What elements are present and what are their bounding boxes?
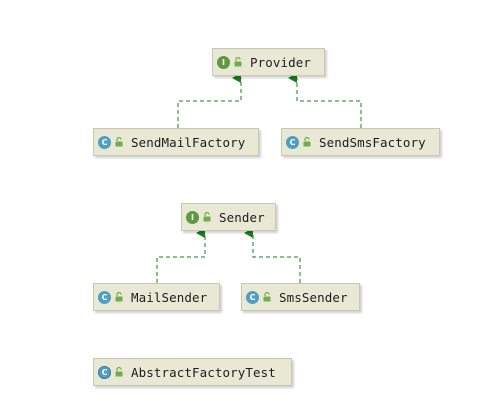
unlocked-icon xyxy=(115,137,123,147)
node-smssender-label: SmsSender xyxy=(279,289,348,305)
node-sender-label: Sender xyxy=(219,209,265,225)
class-icon: C xyxy=(246,290,259,304)
node-sendmailfactory[interactable]: C SendMailFactory xyxy=(93,128,259,156)
node-abstractfactorytest-label: AbstractFactoryTest xyxy=(131,364,276,380)
edge-smssender-sender xyxy=(244,228,301,283)
edge-mailsender-sender xyxy=(156,228,206,283)
node-sendsmsfactory-label: SendSmsFactory xyxy=(319,134,426,150)
class-icon: C xyxy=(98,290,111,304)
node-sendsmsfactory[interactable]: C SendSmsFactory xyxy=(281,128,440,156)
unlocked-icon xyxy=(203,212,211,222)
node-mailsender[interactable]: C MailSender xyxy=(93,283,220,311)
interface-icon: I xyxy=(186,210,199,224)
unlocked-icon xyxy=(115,292,123,302)
interface-icon: I xyxy=(217,55,230,69)
node-mailsender-label: MailSender xyxy=(131,289,208,305)
unlocked-icon xyxy=(303,137,311,147)
node-sendmailfactory-label: SendMailFactory xyxy=(131,134,246,150)
node-provider[interactable]: I Provider xyxy=(212,48,325,76)
unlocked-icon xyxy=(234,57,242,67)
edge-sendmailfactory-provider xyxy=(177,73,242,128)
node-sender[interactable]: I Sender xyxy=(181,203,276,231)
class-icon: C xyxy=(286,135,299,149)
node-provider-label: Provider xyxy=(250,54,312,70)
class-icon: C xyxy=(98,135,111,149)
edge-sendsmsfactory-provider xyxy=(288,73,362,128)
unlocked-icon xyxy=(263,292,271,302)
class-icon: C xyxy=(98,365,111,379)
node-abstractfactorytest[interactable]: C AbstractFactoryTest xyxy=(93,358,292,386)
unlocked-icon xyxy=(115,367,123,377)
node-smssender[interactable]: C SmsSender xyxy=(241,283,360,311)
